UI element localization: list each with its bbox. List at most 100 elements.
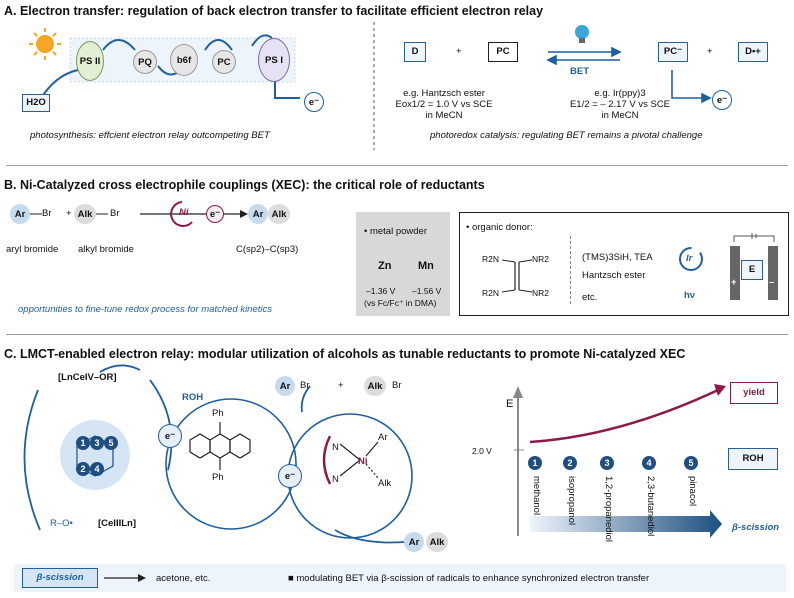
pq-node: PQ: [133, 50, 157, 74]
c-alk-br: Br: [392, 380, 402, 391]
alkyl-alk-node: Alk: [74, 204, 96, 224]
alcohol-num-2: 2: [563, 456, 577, 470]
c-product-alk-label: Alk: [429, 536, 445, 548]
electron-c1-label: e⁻: [164, 430, 176, 442]
electron-b: e⁻: [206, 205, 224, 223]
ce-iii-complex: [CeIIILn]: [98, 518, 136, 529]
organic-donor-panel: [459, 212, 789, 316]
photoredox-caption: photoredox catalysis: regulating BET rem…: [430, 130, 703, 141]
ni-alk: Alk: [378, 478, 392, 489]
donor-label: D: [411, 46, 419, 57]
plus-b: +: [66, 208, 72, 219]
electron-c1: e⁻: [158, 424, 182, 448]
c-plus: +: [338, 380, 344, 391]
aryl-ar-node: Ar: [10, 204, 30, 224]
electron-c2: e⁻: [278, 464, 302, 488]
metal-powder-label: • metal powder: [364, 226, 427, 237]
alcohol-num-4: 4: [642, 456, 656, 470]
hex-num-3: 3: [90, 436, 104, 450]
e-box-label: E: [748, 264, 756, 275]
lightbulb-icon: [575, 25, 589, 43]
anthracene-structure: [189, 422, 251, 470]
c-ar-node: Ar: [275, 376, 295, 396]
yield-label: yield: [743, 387, 765, 398]
e-axis-label: E: [506, 398, 514, 410]
beta-scission-box-label: β-scission: [36, 572, 84, 583]
sun-icon: [29, 28, 61, 60]
aryl-br: Br: [42, 208, 52, 219]
ps1-label: PS I: [265, 54, 283, 66]
c-product-ar-label: Ar: [408, 536, 420, 548]
arrow-right-icon: [104, 574, 146, 582]
alk-label: Alk: [77, 208, 93, 220]
tdae-nr2-1: NR2: [532, 254, 550, 264]
voltage-label: 2.0 V: [472, 446, 492, 456]
ph-top: Ph: [212, 408, 224, 419]
pc-node: PC: [212, 50, 236, 74]
c-product-ar: Ar: [404, 532, 424, 552]
pc-box-label: PC: [496, 46, 510, 57]
ni-complex-structure: [322, 435, 379, 485]
hex-num-4: 4: [90, 462, 104, 476]
product-ar-node: Ar: [248, 204, 268, 224]
ce-iv-complex: [LnCeIV–OR]: [58, 372, 117, 383]
tms-reagent: (TMS)3SiH, TEA: [582, 252, 653, 263]
alcohol-name-4: 2,3-butanediol: [645, 476, 656, 537]
alcohol-name-1: methanol: [531, 476, 542, 516]
electrode-plus: +: [731, 277, 737, 288]
ir-photocatalyst-icon: [679, 247, 703, 271]
electron-label: e⁻: [308, 96, 320, 108]
pc-info: e.g. Ir(ppy)3 E1/2 = – 2.17 V vs SCE in …: [560, 88, 680, 121]
pc-solvent: in MeCN: [601, 110, 639, 121]
donor-box: D: [404, 42, 426, 62]
pc-eg: e.g. Ir(ppy)3: [594, 88, 646, 99]
ni-center: Ni: [358, 456, 368, 467]
ps1-node: PS I: [258, 38, 290, 82]
etc-reagent: etc.: [582, 292, 598, 303]
roh-box-label: ROH: [742, 453, 764, 464]
plus-sign-2: +: [707, 46, 713, 57]
pc-minus-box: PC⁻: [658, 42, 688, 62]
alcohol-num-1: 1: [528, 456, 542, 470]
ni-n-bottom: N: [332, 474, 339, 485]
tdae-structure: [501, 259, 533, 293]
divider-b-c: [6, 334, 788, 335]
metal-powder-panel: [356, 212, 450, 316]
electron-c2-label: e⁻: [284, 470, 296, 482]
electron-a1: e⁻: [304, 92, 324, 112]
h2o-label: H2O: [26, 97, 46, 108]
ar-label: Ar: [14, 208, 26, 220]
roh-label: ROH: [182, 392, 204, 403]
hexagon-selector: [60, 420, 130, 490]
h2o-box: H2O: [22, 94, 50, 112]
pq-label: PQ: [138, 56, 152, 68]
photosynthesis-caption: photosynthesis: effcient electron relay …: [30, 130, 270, 141]
product-ar-label: Ar: [252, 208, 264, 220]
alcohol-name-2: isopropanol: [566, 476, 577, 526]
beta-scission-box: β-scission: [22, 568, 98, 588]
yield-box: yield: [730, 382, 778, 404]
donor-divider: [570, 236, 571, 304]
product-label: C(sp2)–C(sp3): [236, 244, 299, 255]
organic-donor-label: • organic donor:: [466, 222, 533, 233]
pc-potential: E1/2 = – 2.17 V vs SCE: [569, 99, 671, 110]
c-ar-br: Br: [300, 380, 310, 391]
ir-label: Ir: [686, 253, 693, 264]
b6f-node: b6f: [170, 44, 198, 76]
electrode-icon: [730, 233, 778, 300]
c-ar-label: Ar: [279, 380, 291, 392]
alcohol-num-5: 5: [684, 456, 698, 470]
plus-sign: +: [456, 46, 462, 57]
ro-radical: R–O•: [50, 518, 73, 529]
mn-label: Mn: [418, 260, 434, 272]
b6f-label: b6f: [176, 54, 192, 66]
donor-potential: Eox1/2 = 1.0 V vs SCE: [395, 99, 493, 110]
divider-a-b: [6, 165, 788, 166]
pc-label: PC: [217, 56, 231, 68]
aryl-bromide-label: aryl bromide: [6, 244, 59, 255]
donor-radical-box: D•+: [738, 42, 768, 62]
ni-ar: Ar: [378, 432, 388, 443]
bet-label: BET: [570, 66, 589, 77]
ni-catalyst: Ni: [179, 207, 189, 218]
tdae-r2n-2: R2N: [482, 288, 500, 298]
